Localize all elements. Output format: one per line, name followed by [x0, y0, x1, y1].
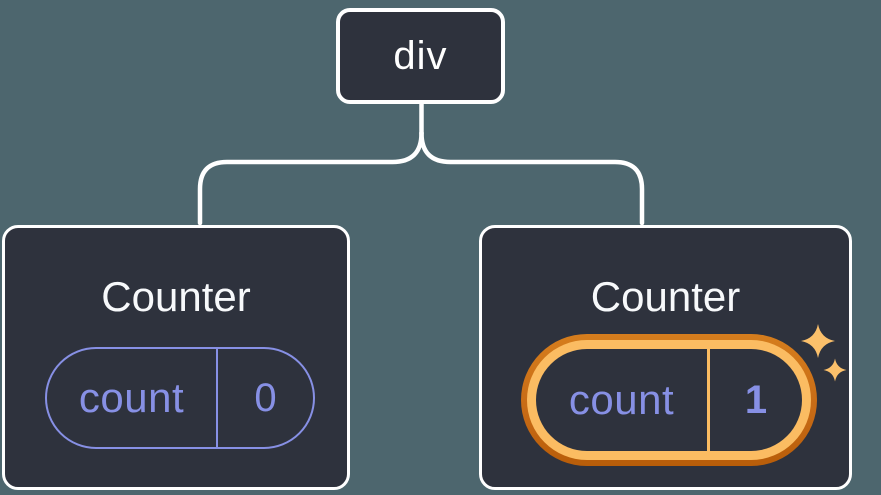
- counter-card-right: Counter count 1: [479, 225, 852, 490]
- sparkle-large-icon: [801, 324, 835, 358]
- state-value: 0: [254, 376, 277, 420]
- counter-card-right-title: Counter: [590, 273, 741, 320]
- state-value: 1: [744, 378, 768, 422]
- counter-card-left-title: Counter: [101, 273, 251, 320]
- state-pill-right: count 1: [536, 349, 802, 451]
- connector-right-branch: [419, 130, 645, 226]
- state-key-label: count: [47, 349, 218, 447]
- connector-left-branch: [197, 130, 424, 226]
- state-pill-highlight-ring: count 1: [521, 334, 817, 466]
- state-key-label: count: [536, 349, 710, 451]
- state-pill-left: count 0: [45, 347, 315, 449]
- tree-node-div: div: [336, 8, 505, 104]
- counter-card-left: Counter count 0: [2, 225, 350, 490]
- state-pill-highlight-band: count 1: [527, 340, 811, 460]
- sparkle-small-icon: [823, 358, 847, 382]
- tree-node-div-label: div: [393, 34, 448, 78]
